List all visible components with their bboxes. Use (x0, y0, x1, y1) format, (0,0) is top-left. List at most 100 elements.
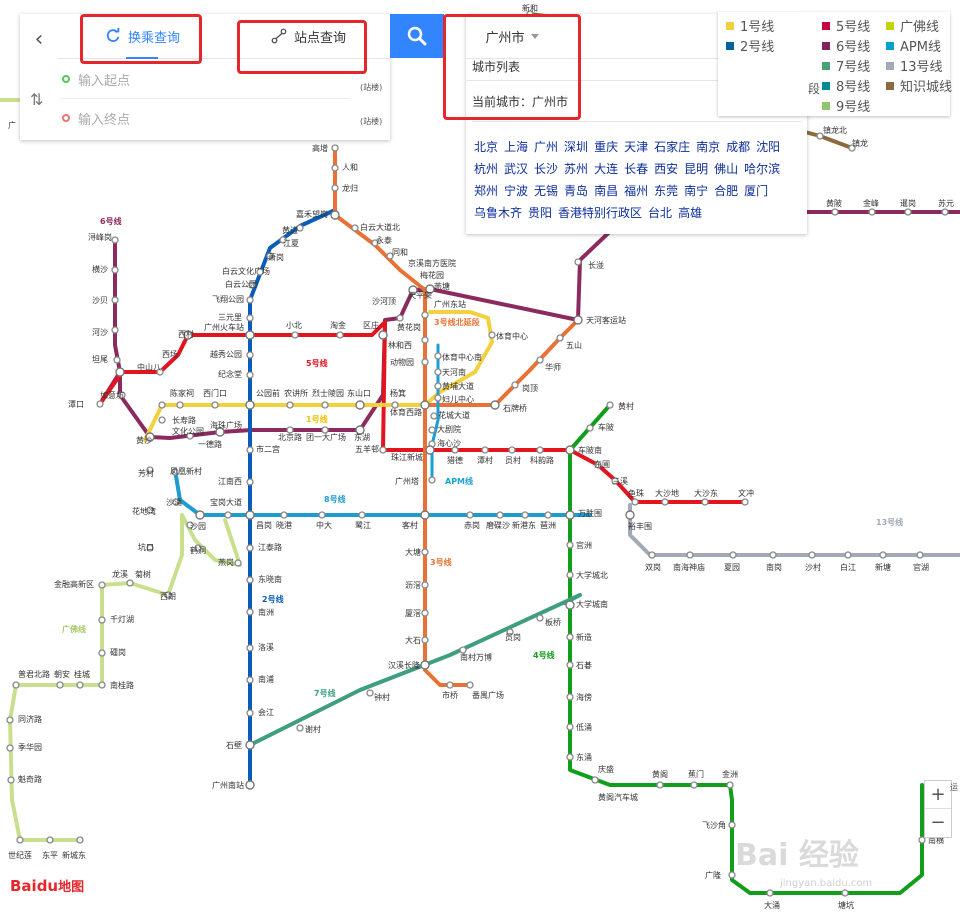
city-link[interactable]: 大连 (594, 162, 619, 176)
city-link[interactable]: 北京 (474, 140, 499, 154)
start-placeholder: 输入起点 (78, 73, 131, 89)
svg-text:大塘: 大塘 (405, 547, 421, 557)
city-link[interactable]: 哈尔滨 (744, 162, 781, 176)
svg-text:菊树: 菊树 (135, 569, 151, 579)
zoom-out-button[interactable]: − (930, 812, 946, 833)
city-link[interactable]: 南宁 (684, 184, 709, 198)
watermark: Bai 经验 (735, 838, 859, 873)
city-link[interactable]: 厦门 (744, 184, 769, 198)
tab-transfer-query[interactable]: 换乘查询 (104, 14, 180, 59)
city-link[interactable]: 西安 (654, 162, 679, 176)
city-link[interactable]: 贵阳 (528, 206, 553, 220)
search-button[interactable] (390, 14, 444, 58)
svg-text:桂城: 桂城 (74, 669, 90, 679)
legend-label: 知识城线 (900, 80, 953, 95)
svg-text:世纪莲: 世纪莲 (8, 850, 32, 860)
tab-station-query[interactable]: 站点查询 (270, 14, 346, 58)
highlight-box-transfer (80, 14, 202, 64)
svg-text:石碁: 石碁 (576, 660, 592, 670)
legend-swatch (886, 21, 894, 30)
svg-text:魁奇路: 魁奇路 (18, 774, 42, 784)
svg-text:沙涌: 沙涌 (166, 497, 182, 507)
city-link[interactable]: 苏州 (564, 162, 589, 176)
baidu-map-logo[interactable]: Baidu地图 (10, 876, 84, 895)
legend-swatch (886, 41, 894, 50)
svg-text:8号线: 8号线 (324, 494, 346, 504)
start-input[interactable]: 输入起点 (58, 60, 378, 98)
city-link[interactable]: 石家庄 (654, 140, 691, 154)
svg-text:南桂路: 南桂路 (110, 680, 134, 690)
svg-text:双岗: 双岗 (645, 563, 661, 572)
svg-text:大学城北: 大学城北 (576, 570, 608, 580)
city-link[interactable]: 武汉 (504, 162, 529, 176)
edge-text: 运 (950, 783, 958, 792)
city-link[interactable]: 乌鲁木齐 (474, 206, 523, 220)
city-link[interactable]: 青岛 (564, 184, 589, 198)
city-link[interactable]: 深圳 (564, 140, 589, 154)
svg-text:蕉门: 蕉门 (688, 769, 704, 779)
city-link[interactable]: 重庆 (594, 140, 619, 154)
svg-text:沥滘: 沥滘 (405, 581, 421, 590)
city-link[interactable]: 福州 (624, 184, 649, 198)
svg-text:南海神庙: 南海神庙 (673, 562, 705, 572)
svg-text:广佛线: 广佛线 (62, 624, 86, 634)
city-link[interactable]: 香港特别行政区 (558, 206, 643, 220)
svg-text:员村: 员村 (505, 455, 521, 465)
city-link[interactable]: 佛山 (714, 162, 739, 176)
city-link[interactable]: 上海 (504, 140, 529, 154)
city-link[interactable]: 南昌 (594, 184, 619, 198)
svg-text:体育中心: 体育中心 (496, 331, 528, 341)
svg-text:3号线: 3号线 (430, 557, 452, 567)
svg-text:白云文化广场: 白云文化广场 (222, 266, 270, 276)
city-link[interactable]: 东莞 (654, 184, 679, 198)
legend-swatch (886, 81, 894, 90)
svg-text:6号线: 6号线 (100, 216, 122, 226)
svg-text:新城东: 新城东 (62, 850, 86, 860)
svg-text:汉溪长隆: 汉溪长隆 (388, 660, 420, 670)
city-link[interactable]: 杭州 (474, 162, 499, 176)
svg-text:新造: 新造 (576, 632, 592, 642)
svg-text:APM线: APM线 (445, 476, 473, 486)
svg-text:动物园: 动物园 (390, 357, 414, 367)
svg-text:同济路: 同济路 (18, 714, 42, 724)
svg-text:海心沙: 海心沙 (437, 438, 461, 448)
city-link[interactable]: 成都 (726, 140, 751, 154)
city-link[interactable]: 广州 (534, 140, 559, 154)
svg-text:华师: 华师 (545, 362, 561, 372)
city-link[interactable]: 合肥 (714, 184, 739, 198)
zoom-in-button[interactable]: + (930, 784, 946, 805)
city-link[interactable]: 昆明 (684, 162, 709, 176)
city-link[interactable]: 无锡 (534, 184, 559, 198)
end-input[interactable]: 输入终点 (58, 99, 378, 137)
back-button[interactable]: ‹ (20, 14, 58, 64)
legend-item: 知识城线 (886, 76, 952, 95)
start-dot-icon (62, 75, 70, 83)
svg-text:农讲所: 农讲所 (284, 388, 308, 398)
svg-text:鹤洞: 鹤洞 (190, 545, 206, 555)
city-link[interactable]: 长沙 (534, 162, 559, 176)
city-link[interactable]: 宁波 (504, 184, 529, 198)
swap-icon[interactable]: ⇅ (30, 90, 44, 109)
city-link[interactable]: 长春 (624, 162, 649, 176)
legend-label: 1号线 (740, 20, 775, 35)
station-nodes[interactable] (6, 10, 949, 897)
svg-text:石壁: 石壁 (226, 740, 242, 750)
svg-text:黄埔大道: 黄埔大道 (442, 381, 474, 391)
svg-text:江夏: 江夏 (283, 239, 299, 248)
city-link[interactable]: 高雄 (678, 206, 703, 220)
divider (466, 58, 807, 59)
city-link[interactable]: 沈阳 (756, 140, 781, 154)
svg-text:市桥: 市桥 (442, 690, 458, 700)
svg-text:如意坊: 如意坊 (100, 390, 124, 400)
city-link[interactable]: 台北 (648, 206, 673, 220)
svg-text:一德路: 一德路 (198, 439, 222, 449)
city-list-title: 城市列表 (472, 60, 521, 74)
city-link[interactable]: 天津 (624, 140, 649, 154)
svg-text:北京路: 北京路 (278, 432, 302, 442)
svg-text:京溪南方医院: 京溪南方医院 (408, 258, 456, 268)
city-link[interactable]: 郑州 (474, 184, 499, 198)
city-selector[interactable]: 广州市 (466, 14, 558, 58)
city-link[interactable]: 南京 (696, 140, 721, 154)
